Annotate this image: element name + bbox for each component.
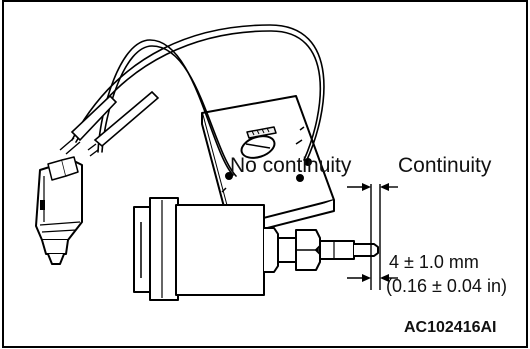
label-dimension-mm: 4 ± 1.0 mm [389, 252, 479, 272]
figure-code: AC102416AI [404, 319, 497, 336]
label-no-continuity: No continuity [230, 154, 352, 177]
label-continuity: Continuity [398, 154, 492, 177]
dimension-lines [347, 184, 398, 290]
probe-handles [59, 90, 160, 157]
label-dimension-in: (0.16 ± 0.04 in) [386, 276, 507, 296]
dimension-arrowheads [362, 183, 389, 282]
small-switch-view [35, 156, 83, 265]
brake-switch-side-view [133, 197, 379, 301]
ohmmeter [201, 95, 335, 238]
